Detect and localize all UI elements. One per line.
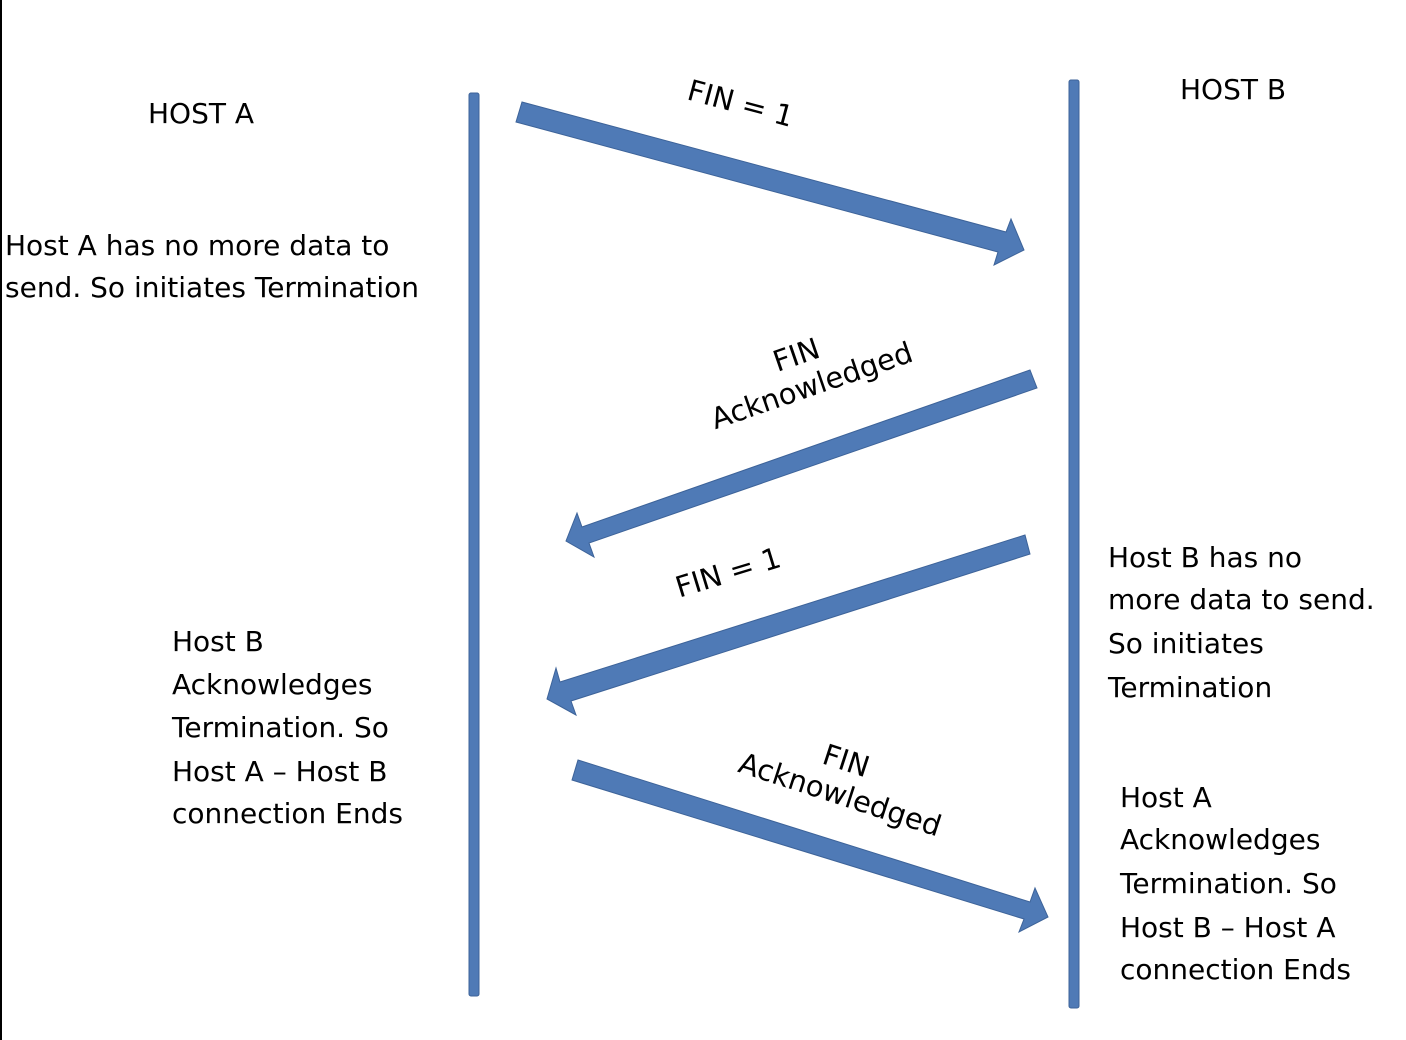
note-line: So initiates [1108,627,1264,660]
arrow-left-icon [546,534,1031,717]
note-line: Host B has no [1108,541,1303,574]
host-a-heading: HOST A [148,97,255,130]
arrow-right-icon [515,101,1025,266]
frame-left-edge [0,0,2,1040]
note-line: Host B – Host A [1120,911,1336,944]
note-line: Acknowledges [1120,823,1321,856]
note-line: Host A – Host B [172,755,388,788]
note-line: more data to send. [1108,583,1375,616]
note-line: Host B [172,625,264,658]
message-fin-ack-a-to-b: FIN Acknowledged [571,737,1049,934]
note-line: connection Ends [172,797,403,830]
message-fin-b-to-a: FIN = 1 [546,534,1031,717]
arrow-label: FIN = 1 [684,73,797,134]
host-b-timeline [1068,79,1080,1009]
message-fin-a-to-b: FIN = 1 [515,73,1025,266]
note-line: Termination. So [172,711,389,744]
note-line: Host A has no more data to [5,229,390,262]
host-b-heading: HOST B [1180,73,1287,106]
arrow-left-icon [565,369,1038,559]
note-line: Acknowledges [172,668,373,701]
note-line: send. So initiates Termination [5,271,420,304]
message-fin-ack-b-to-a: FIN Acknowledged [565,303,1038,559]
host-a-timeline [468,92,480,997]
arrow-label: FIN = 1 [671,540,784,604]
arrow-right-icon [571,759,1049,934]
note-line: Termination. So [1120,867,1337,900]
note-line: Termination [1108,671,1273,704]
note-line: Host A [1120,781,1212,814]
note-line: connection Ends [1120,953,1351,986]
arrow-label: FIN Acknowledged [695,303,917,436]
